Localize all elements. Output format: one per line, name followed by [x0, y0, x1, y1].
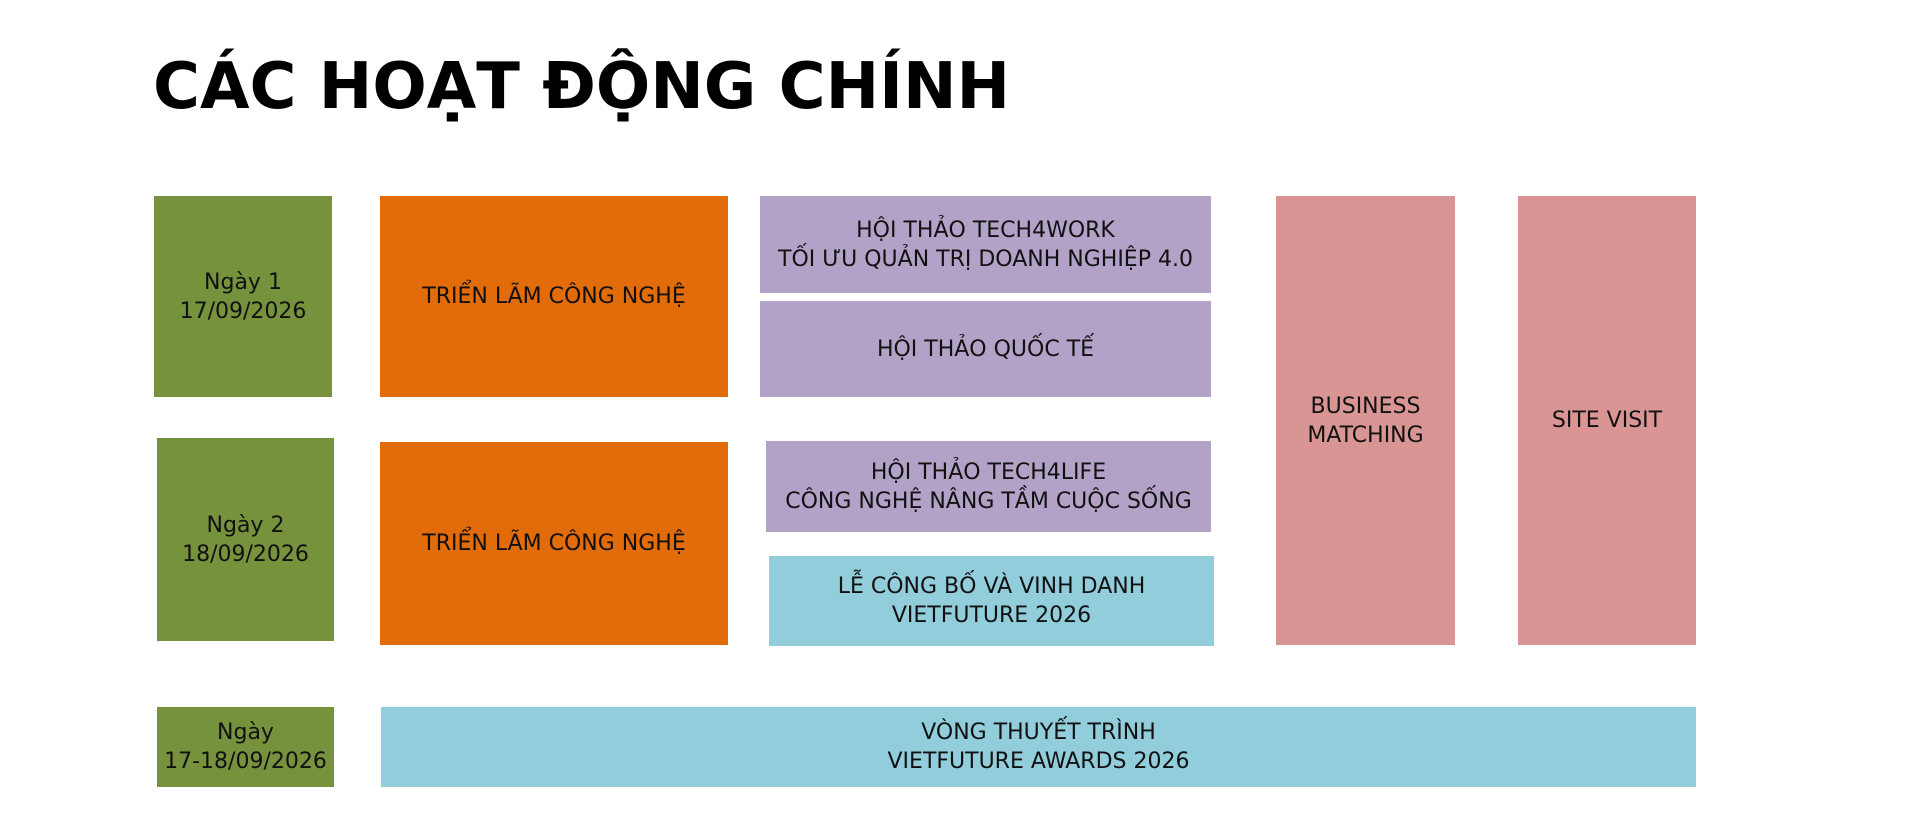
day-1-label: Ngày 1 17/09/2026	[154, 196, 332, 397]
exhibition-label: TRIỂN LÃM CÔNG NGHỆ	[422, 284, 686, 309]
page-title: CÁC HOẠT ĐỘNG CHÍNH	[153, 50, 1011, 124]
pitching-round: VÒNG THUYẾT TRÌNH VIETFUTURE AWARDS 2026	[381, 707, 1696, 787]
international-workshop: HỘI THẢO QUỐC TẾ	[760, 301, 1211, 397]
day-label: Ngày 2	[206, 512, 285, 538]
ceremony-title: LỄ CÔNG BỐ VÀ VINH DANH	[837, 574, 1146, 599]
day-both-label: Ngày 17-18/09/2026	[157, 707, 334, 787]
site-visit-label: SITE VISIT	[1551, 408, 1663, 433]
workshop-subtitle: TỐI ƯU QUẢN TRỊ DOANH NGHIỆP 4.0	[778, 246, 1193, 272]
day-label: Ngày	[217, 720, 274, 745]
day-date: 18/09/2026	[182, 541, 309, 567]
day-date: 17/09/2026	[179, 298, 307, 324]
exhibition-label: TRIỂN LÃM CÔNG NGHỆ	[422, 531, 686, 556]
matching-label: MATCHING	[1307, 422, 1424, 448]
day-label: Ngày 1	[204, 269, 282, 295]
day-date: 17-18/09/2026	[164, 749, 327, 774]
workshop-subtitle: CÔNG NGHỆ NÂNG TẦM CUỘC SỐNG	[785, 488, 1192, 514]
business-matching: BUSINESS MATCHING	[1276, 196, 1455, 645]
workshop-title: HỘI THẢO TECH4WORK	[856, 217, 1115, 243]
site-visit: SITE VISIT	[1518, 196, 1696, 645]
tech4life-workshop: HỘI THẢO TECH4LIFE CÔNG NGHỆ NÂNG TẦM CU…	[766, 441, 1211, 532]
exhibition-day-1: TRIỂN LÃM CÔNG NGHỆ	[380, 196, 728, 397]
pitching-title: VÒNG THUYẾT TRÌNH	[921, 720, 1156, 745]
exhibition-day-2: TRIỂN LÃM CÔNG NGHỆ	[380, 442, 728, 645]
matching-label: BUSINESS	[1310, 393, 1421, 419]
day-2-label: Ngày 2 18/09/2026	[157, 438, 334, 641]
tech4work-workshop: HỘI THẢO TECH4WORK TỐI ƯU QUẢN TRỊ DOANH…	[760, 196, 1211, 293]
ceremony-subtitle: VIETFUTURE 2026	[891, 603, 1092, 628]
workshop-title: HỘI THẢO QUỐC TẾ	[876, 336, 1095, 362]
award-ceremony: LỄ CÔNG BỐ VÀ VINH DANH VIETFUTURE 2026	[769, 556, 1214, 646]
workshop-title: HỘI THẢO TECH4LIFE	[870, 459, 1107, 485]
pitching-subtitle: VIETFUTURE AWARDS 2026	[887, 749, 1190, 774]
